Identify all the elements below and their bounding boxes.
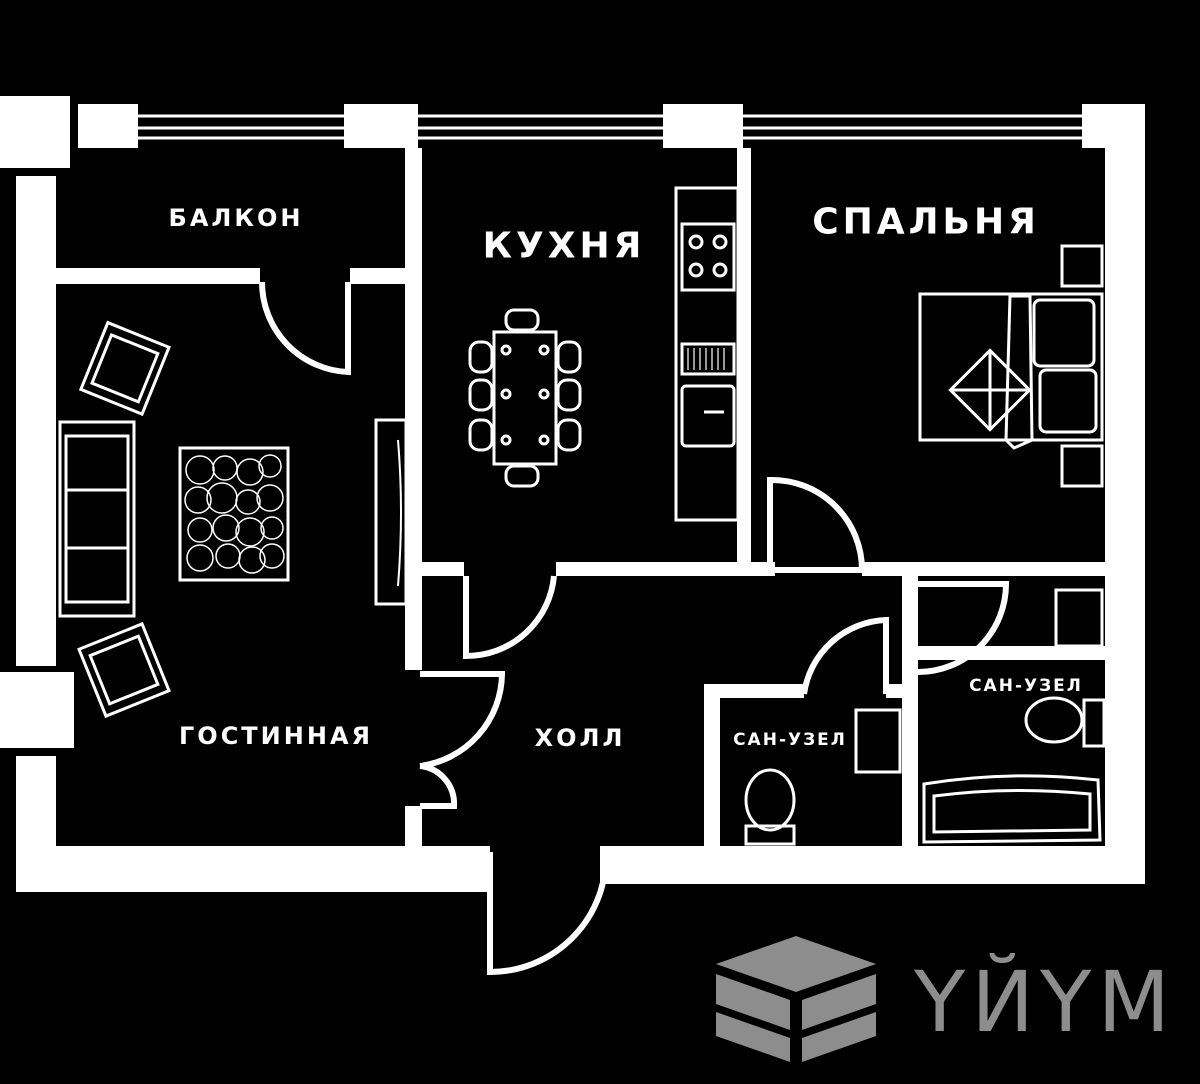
door-balcony (258, 281, 351, 376)
room-label-kitchen: КУХНЯ (482, 225, 646, 267)
room-label-bedroom: СПАЛЬНЯ (812, 201, 1040, 243)
room-label-living-room: ГОСТИННАЯ (179, 722, 373, 750)
walls (0, 96, 1145, 892)
logo-mark (716, 936, 876, 1062)
door-living-2 (419, 763, 458, 809)
kitchen-furniture (468, 186, 740, 522)
doors (258, 281, 1010, 976)
windows (138, 114, 1082, 140)
living-furniture (58, 320, 408, 719)
bathroom-fixtures (744, 588, 1106, 846)
room-label-balcony: БАЛКОН (168, 204, 304, 232)
door-kitchen (463, 575, 557, 660)
door-living (419, 671, 506, 769)
door-bedroom (767, 476, 866, 573)
logo-text: ҮЙҮМ (914, 953, 1176, 1051)
bedroom-furniture (918, 244, 1104, 488)
room-label-bathroom-small: САН-УЗЕЛ (733, 730, 847, 750)
room-label-hall: ХОЛЛ (534, 724, 626, 752)
door-entrance (487, 851, 610, 976)
door-bath-small (801, 616, 889, 695)
door-bath-large (917, 581, 1010, 675)
room-label-bathroom-large: САН-УЗЕЛ (969, 676, 1083, 696)
